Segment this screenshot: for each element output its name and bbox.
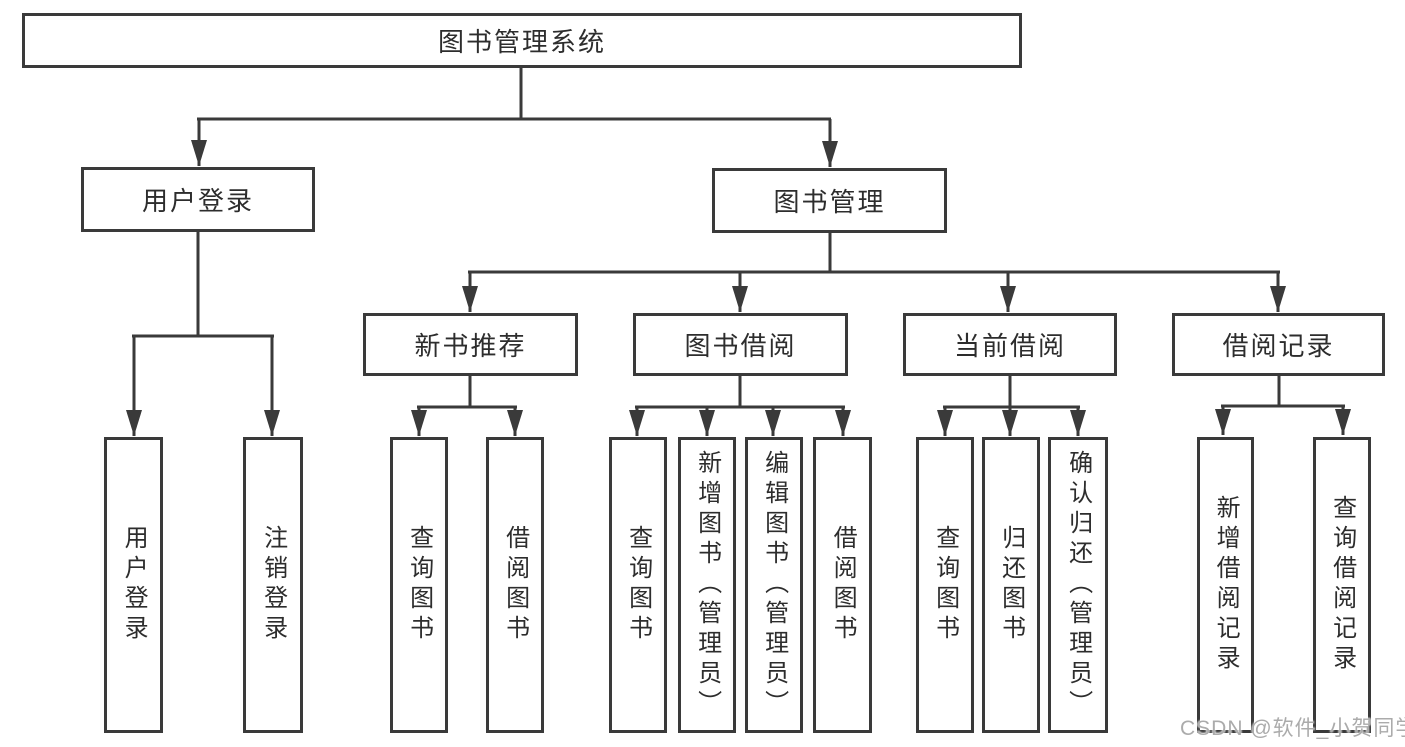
node-book-management-label: 图书管理: [773, 187, 886, 217]
leaf-borrow-books-under-recommend-label: 借阅图书: [501, 525, 529, 645]
node-book-borrow: 图书借阅: [633, 313, 848, 376]
leaf-confirm-return-admin-label: 确认归还（管理员）: [1064, 450, 1092, 720]
connector-book-borrow-branch: [629, 375, 851, 436]
watermark: CSDN @软件_小贺同学: [1180, 717, 1405, 740]
node-borrow-records-label: 借阅记录: [1222, 331, 1335, 361]
leaf-query-books-under-borrow-label: 查询图书: [624, 525, 652, 645]
leaf-query-borrow-record-label: 查询借阅记录: [1328, 495, 1356, 675]
node-user-login-label: 用户登录: [141, 186, 254, 216]
leaf-query-books-under-current-label: 查询图书: [931, 525, 959, 645]
leaf-add-book-admin-label: 新增图书（管理员）: [693, 450, 721, 720]
leaf-add-borrow-record: 新增借阅记录: [1197, 437, 1254, 733]
leaf-query-books-under-borrow: 查询图书: [609, 437, 667, 733]
node-current-borrow: 当前借阅: [903, 313, 1117, 376]
connector-borrow-records-branch: [1215, 375, 1351, 435]
leaf-query-books-under-recommend-label: 查询图书: [405, 525, 433, 645]
leaf-user-login-label: 用户登录: [120, 525, 148, 645]
leaf-borrow-books-under-borrow-label: 借阅图书: [829, 525, 857, 645]
node-current-borrow-label: 当前借阅: [953, 331, 1066, 361]
node-new-book-recommend: 新书推荐: [363, 313, 578, 376]
leaf-borrow-books-under-recommend: 借阅图书: [486, 437, 544, 733]
node-book-borrow-label: 图书借阅: [684, 331, 797, 361]
node-borrow-records: 借阅记录: [1172, 313, 1385, 376]
connector-user-login-branch: [126, 231, 280, 436]
leaf-query-books-under-current: 查询图书: [916, 437, 974, 733]
node-book-management: 图书管理: [712, 168, 947, 233]
leaf-logout-label: 注销登录: [259, 525, 287, 645]
leaf-edit-book-admin-label: 编辑图书（管理员）: [760, 450, 788, 720]
leaf-confirm-return-admin: 确认归还（管理员）: [1048, 437, 1108, 733]
leaf-add-book-admin: 新增图书（管理员）: [678, 437, 736, 733]
leaf-return-books-label: 归还图书: [997, 525, 1025, 645]
node-user-login: 用户登录: [81, 167, 315, 232]
leaf-edit-book-admin: 编辑图书（管理员）: [745, 437, 803, 733]
node-root: 图书管理系统: [22, 13, 1022, 68]
connector-book-management-branch: [462, 232, 1286, 312]
leaf-user-login: 用户登录: [104, 437, 163, 733]
node-root-label: 图书管理系统: [437, 27, 606, 57]
connector-root-branch: [191, 67, 838, 167]
leaf-borrow-books-under-borrow: 借阅图书: [813, 437, 872, 733]
connector-current-borrow-branch: [937, 375, 1086, 436]
leaf-query-borrow-record: 查询借阅记录: [1313, 437, 1371, 733]
connector-new-book-recommend-branch: [411, 375, 523, 436]
leaf-return-books: 归还图书: [982, 437, 1040, 733]
node-new-book-recommend-label: 新书推荐: [414, 331, 527, 361]
leaf-logout: 注销登录: [243, 437, 303, 733]
leaf-add-borrow-record-label: 新增借阅记录: [1212, 495, 1240, 675]
leaf-query-books-under-recommend: 查询图书: [390, 437, 448, 733]
